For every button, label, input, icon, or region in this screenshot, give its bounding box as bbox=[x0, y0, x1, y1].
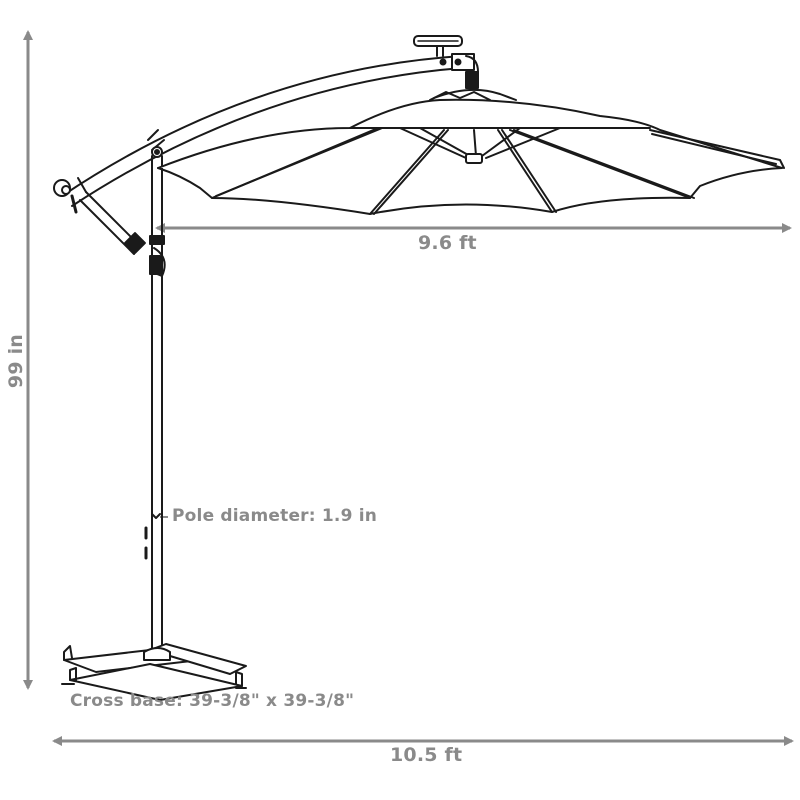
canopy-width-label: 9.6 ft bbox=[418, 232, 477, 254]
cross-base bbox=[61, 643, 247, 701]
umbrella-drawing bbox=[53, 35, 785, 701]
pole-diameter-label: Pole diameter: 1.9 in bbox=[172, 506, 378, 526]
canopy-top bbox=[429, 88, 517, 101]
cantilever-arm bbox=[61, 53, 479, 207]
crank-handle-icon bbox=[53, 177, 87, 214]
canopy bbox=[157, 98, 785, 215]
solar-panel-icon bbox=[413, 35, 463, 57]
support-strut bbox=[79, 191, 166, 277]
cross-base-label: Cross base: 39-3/8" x 39-3/8" bbox=[70, 691, 355, 711]
overall-height-label: 99 in bbox=[5, 333, 27, 389]
overall-width-label: 10.5 ft bbox=[390, 744, 463, 766]
pole bbox=[144, 155, 165, 651]
